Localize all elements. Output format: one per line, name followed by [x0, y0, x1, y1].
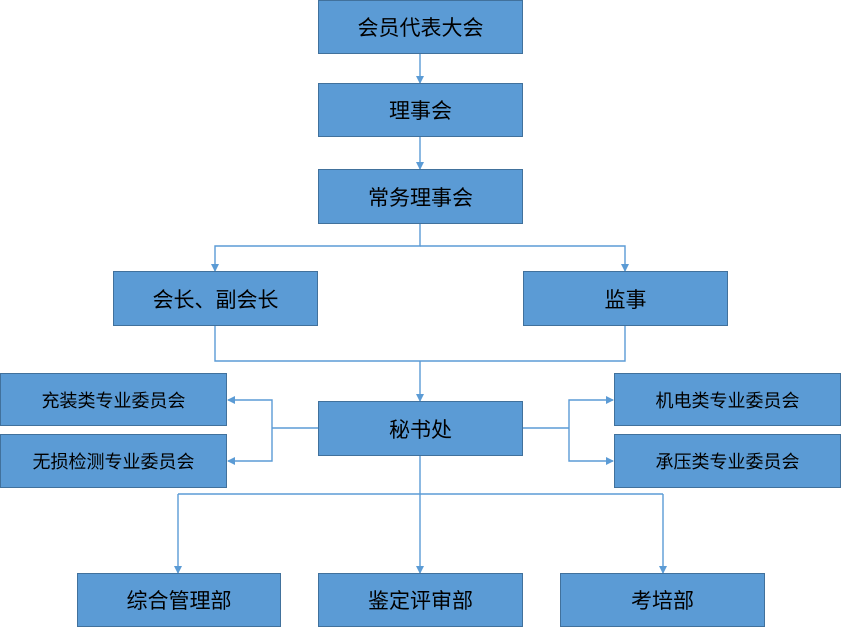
node-training-dept: 考培部: [560, 573, 765, 627]
node-pressure-committee: 承压类专业委员会: [614, 434, 841, 488]
node-electromech-committee: 机电类专业委员会: [614, 373, 841, 426]
connector-right-pressure: [568, 428, 614, 465]
connector-president-merge: [214, 325, 626, 362]
node-filling-committee: 充装类专业委员会: [0, 373, 227, 426]
node-assembly: 会员代表大会: [318, 0, 523, 54]
node-president: 会长、副会长: [113, 271, 318, 326]
node-appraisal-dept: 鉴定评审部: [318, 573, 523, 627]
connector-right-electromech: [568, 396, 614, 428]
node-general-dept: 综合管理部: [77, 573, 281, 627]
node-standing-council: 常务理事会: [318, 169, 523, 224]
node-council: 理事会: [318, 83, 523, 137]
node-supervisor: 监事: [523, 271, 728, 326]
connector-left-filling: [227, 396, 273, 428]
connector-left-ndt: [227, 428, 273, 465]
node-secretariat: 秘书处: [318, 401, 523, 456]
connector-standing-supervisor: [420, 245, 629, 272]
node-ndt-committee: 无损检测专业委员会: [0, 434, 227, 488]
connector-standing-president: [211, 223, 421, 272]
